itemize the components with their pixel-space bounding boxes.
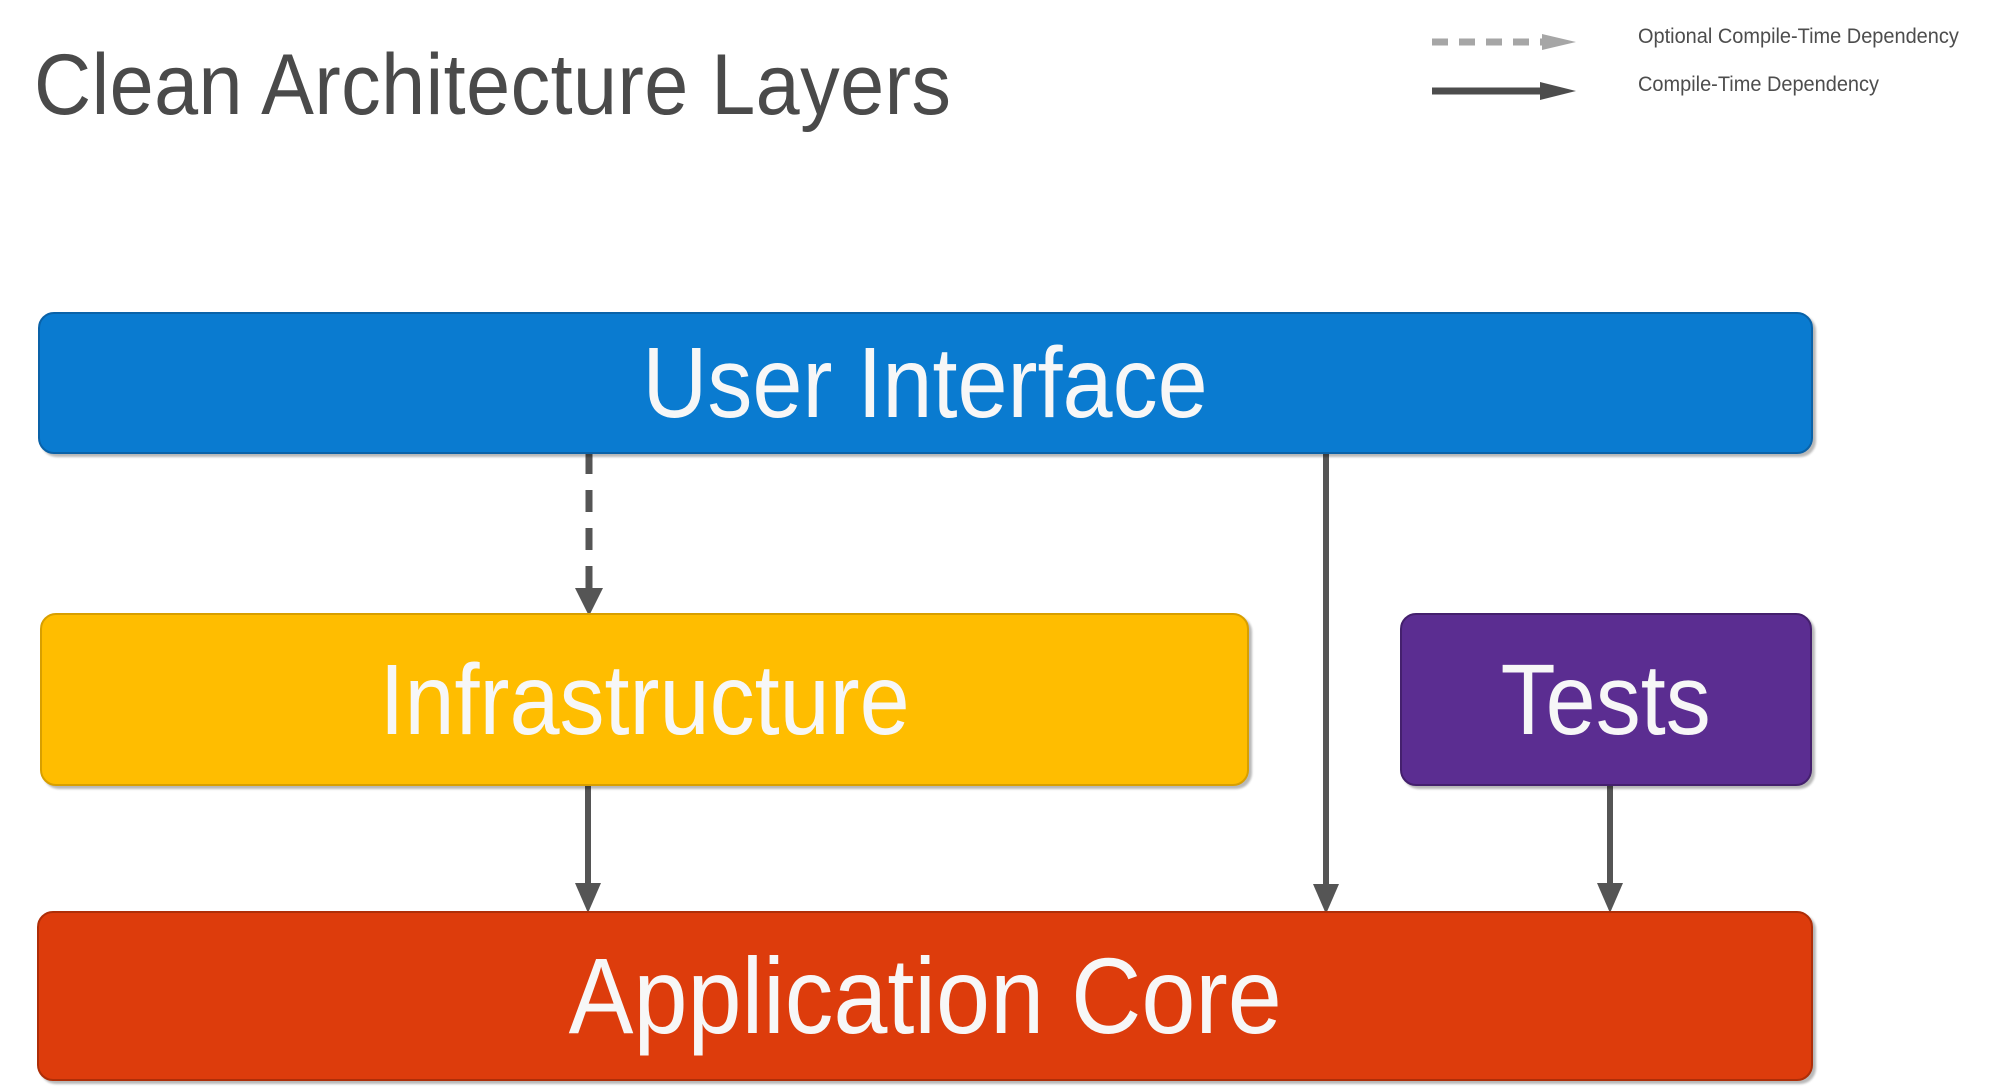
dashed-arrow-right-icon [1430,32,1578,52]
legend-label-compile-time-dependency: Compile-Time Dependency [1638,73,1879,96]
connector-infrastructure-to-application-core [568,784,608,915]
legend-item-compile-time-dependency: Compile-Time Dependency [1430,70,1990,110]
connector-tests-to-application-core [1590,784,1630,915]
legend-item-optional-dependency: Optional Compile-Time Dependency [1430,22,1990,62]
connector-ui-to-application-core [1306,452,1346,916]
layer-box-user-interface[interactable]: User Interface [38,312,1813,454]
layer-box-application-core[interactable]: Application Core [37,911,1813,1081]
layer-label-user-interface: User Interface [642,327,1209,439]
layer-box-infrastructure[interactable]: Infrastructure [40,613,1249,786]
layer-box-tests[interactable]: Tests [1400,613,1812,786]
legend: Optional Compile-Time Dependency Compile… [1430,10,1990,120]
connector-ui-to-infrastructure [569,452,609,618]
page-title: Clean Architecture Layers [34,37,952,133]
layer-label-tests: Tests [1500,643,1712,756]
layer-label-application-core: Application Core [568,935,1282,1056]
legend-label-optional-dependency: Optional Compile-Time Dependency [1638,25,1959,48]
solid-arrow-right-icon [1430,80,1578,100]
layer-label-infrastructure: Infrastructure [379,643,910,756]
